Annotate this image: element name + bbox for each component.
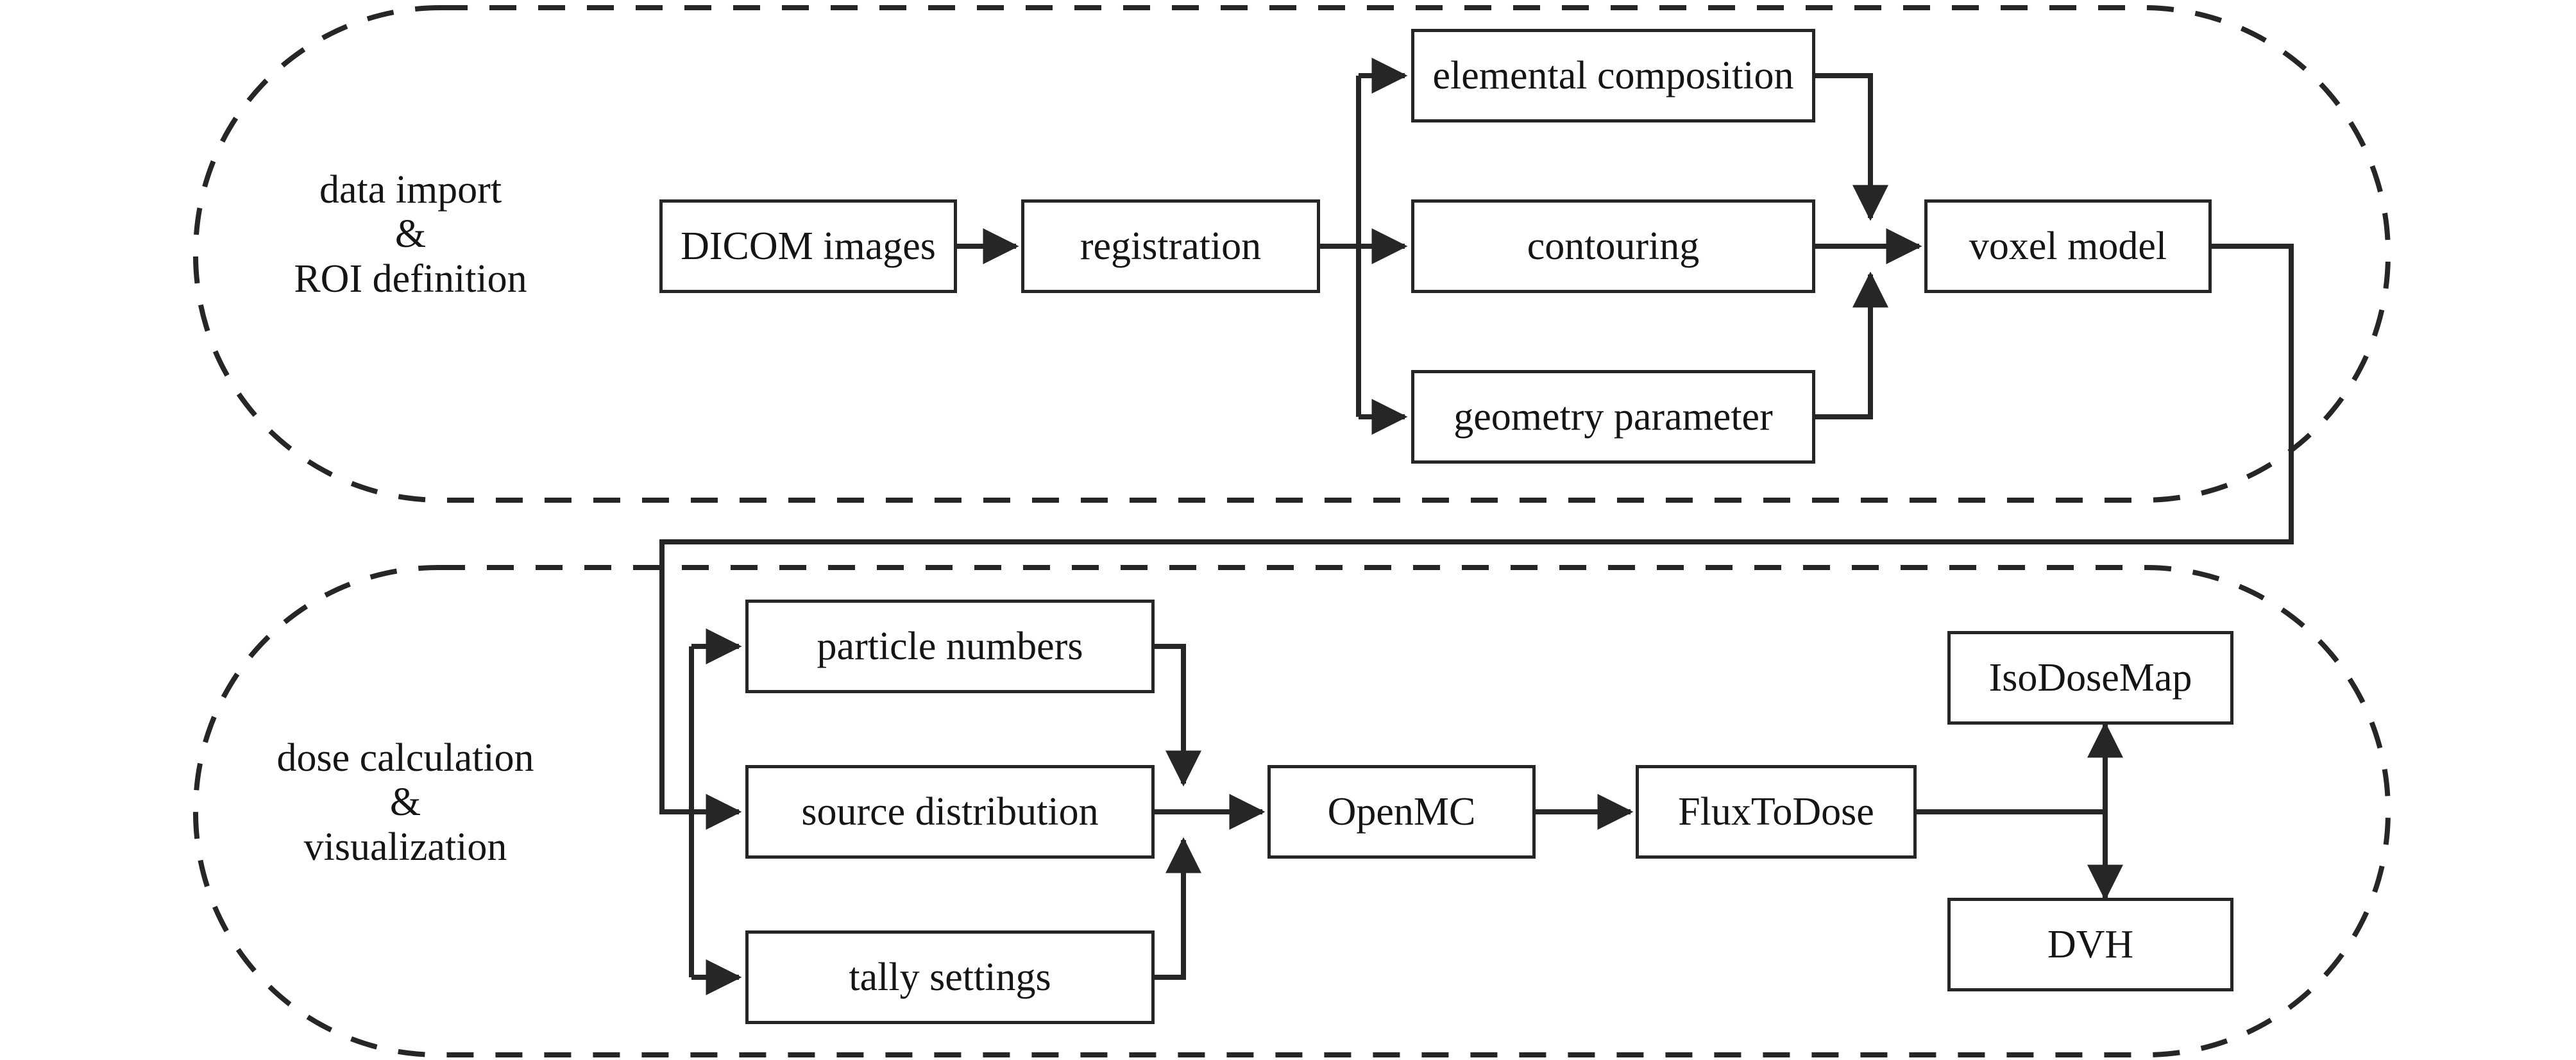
node-particle-numbers[interactable]: particle numbers (745, 600, 1155, 693)
edge-voxel-to-lower-section (659, 244, 2294, 814)
group-label-data-import: data import & ROI definition (294, 168, 527, 301)
node-registration[interactable]: registration (1021, 199, 1320, 293)
node-dvh[interactable]: DVH (1947, 898, 2233, 991)
group-label-dose-calculation: dose calculation & visualization (276, 736, 534, 869)
edge-particle-to-openmc (1155, 644, 1201, 787)
node-elemental-composition[interactable]: elemental composition (1411, 29, 1815, 122)
edge-tally-to-openmc (1155, 837, 1201, 980)
node-geometry-parameter[interactable]: geometry parameter (1411, 370, 1815, 464)
node-isodosemap[interactable]: IsoDoseMap (1947, 631, 2233, 725)
node-fluxtodose[interactable]: FluxToDose (1636, 765, 1917, 859)
node-source-distribution[interactable]: source distribution (745, 765, 1155, 859)
node-openmc[interactable]: OpenMC (1267, 765, 1536, 859)
group-border-dose-calculation (193, 565, 2391, 1057)
group-border-data-import (193, 5, 2391, 503)
edge-geometry-to-voxel (1815, 271, 1888, 419)
node-contouring[interactable]: contouring (1411, 199, 1815, 293)
node-dicom-images[interactable]: DICOM images (659, 199, 957, 293)
node-voxel-model[interactable]: voxel model (1924, 199, 2212, 293)
edge-elemental-to-voxel (1815, 73, 1888, 221)
node-tally-settings[interactable]: tally settings (745, 930, 1155, 1024)
